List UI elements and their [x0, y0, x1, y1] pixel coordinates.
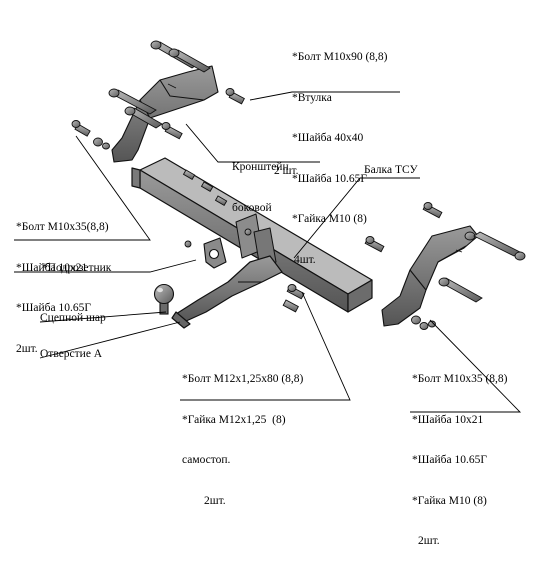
label-hitch-ball: Сцепной шар — [40, 312, 106, 324]
hitch-arm — [171, 255, 283, 329]
label-line: *Болт М10х90 (8,8) — [292, 51, 388, 63]
label-line: самостоп. — [182, 454, 231, 466]
label-group-top-right: *Болт М10х90 (8,8) *Втулка *Шайба 40х40 … — [292, 24, 387, 281]
label-line: *Шайба 10.65Г — [292, 172, 367, 185]
label-bracket: Кронштейн боковой — [232, 134, 289, 229]
label-hole-a: Отверстие А — [40, 348, 103, 360]
label-bracket-qty: 2 шт. — [274, 165, 299, 177]
label-line: *Гайка М10 (8) — [292, 213, 367, 225]
label-line: *Болт М10х35 (8,8) — [412, 373, 508, 385]
hitch-ball — [153, 283, 175, 315]
label-qty: 4шт. — [294, 253, 316, 266]
label-line: *Втулка — [292, 91, 332, 104]
label-line: *Гайка М12х1,25 (8) — [182, 413, 286, 426]
label-socket-holder: *Подрозетник — [42, 262, 112, 274]
label-qty: 2шт. — [16, 342, 38, 355]
label-qty: 2шт. — [204, 494, 226, 507]
towbar-diagram — [14, 40, 526, 413]
label-line: *Болт М12х1,25х80 (8,8) — [182, 373, 304, 385]
label-line: *Шайба 10х21 — [16, 261, 88, 274]
label-line: *Болт М10х35(8,8) — [16, 221, 109, 233]
label-group-bottom-right: *Болт М10х35 (8,8) *Шайба 10х21 *Шайба 1… — [412, 346, 507, 562]
leader-lines — [14, 91, 522, 413]
label-line: *Гайка М10 (8) — [412, 494, 487, 507]
label-group-bottom-center: *Болт М12х1,25х80 (8,8) *Гайка М12х1,25 … — [182, 346, 303, 522]
label-line: *Шайба 10.65Г — [16, 302, 91, 314]
label-line: *Шайба 40х40 — [292, 132, 364, 144]
label-line: *Шайба 10.65Г — [412, 454, 487, 466]
label-group-left: *Болт М10х35(8,8) *Шайба 10х21 *Шайба 10… — [16, 194, 109, 370]
label-line: боковой — [232, 201, 272, 214]
label-line: Кронштейн — [232, 161, 289, 173]
fasteners — [71, 40, 526, 330]
label-beam: Балка ТСУ — [364, 164, 418, 176]
socket-holder — [203, 237, 227, 269]
label-qty: 2шт. — [418, 535, 440, 547]
label-line: *Шайба 10х21 — [412, 413, 484, 426]
right-side-bracket — [381, 225, 479, 327]
beam-mount-plates — [235, 213, 277, 269]
